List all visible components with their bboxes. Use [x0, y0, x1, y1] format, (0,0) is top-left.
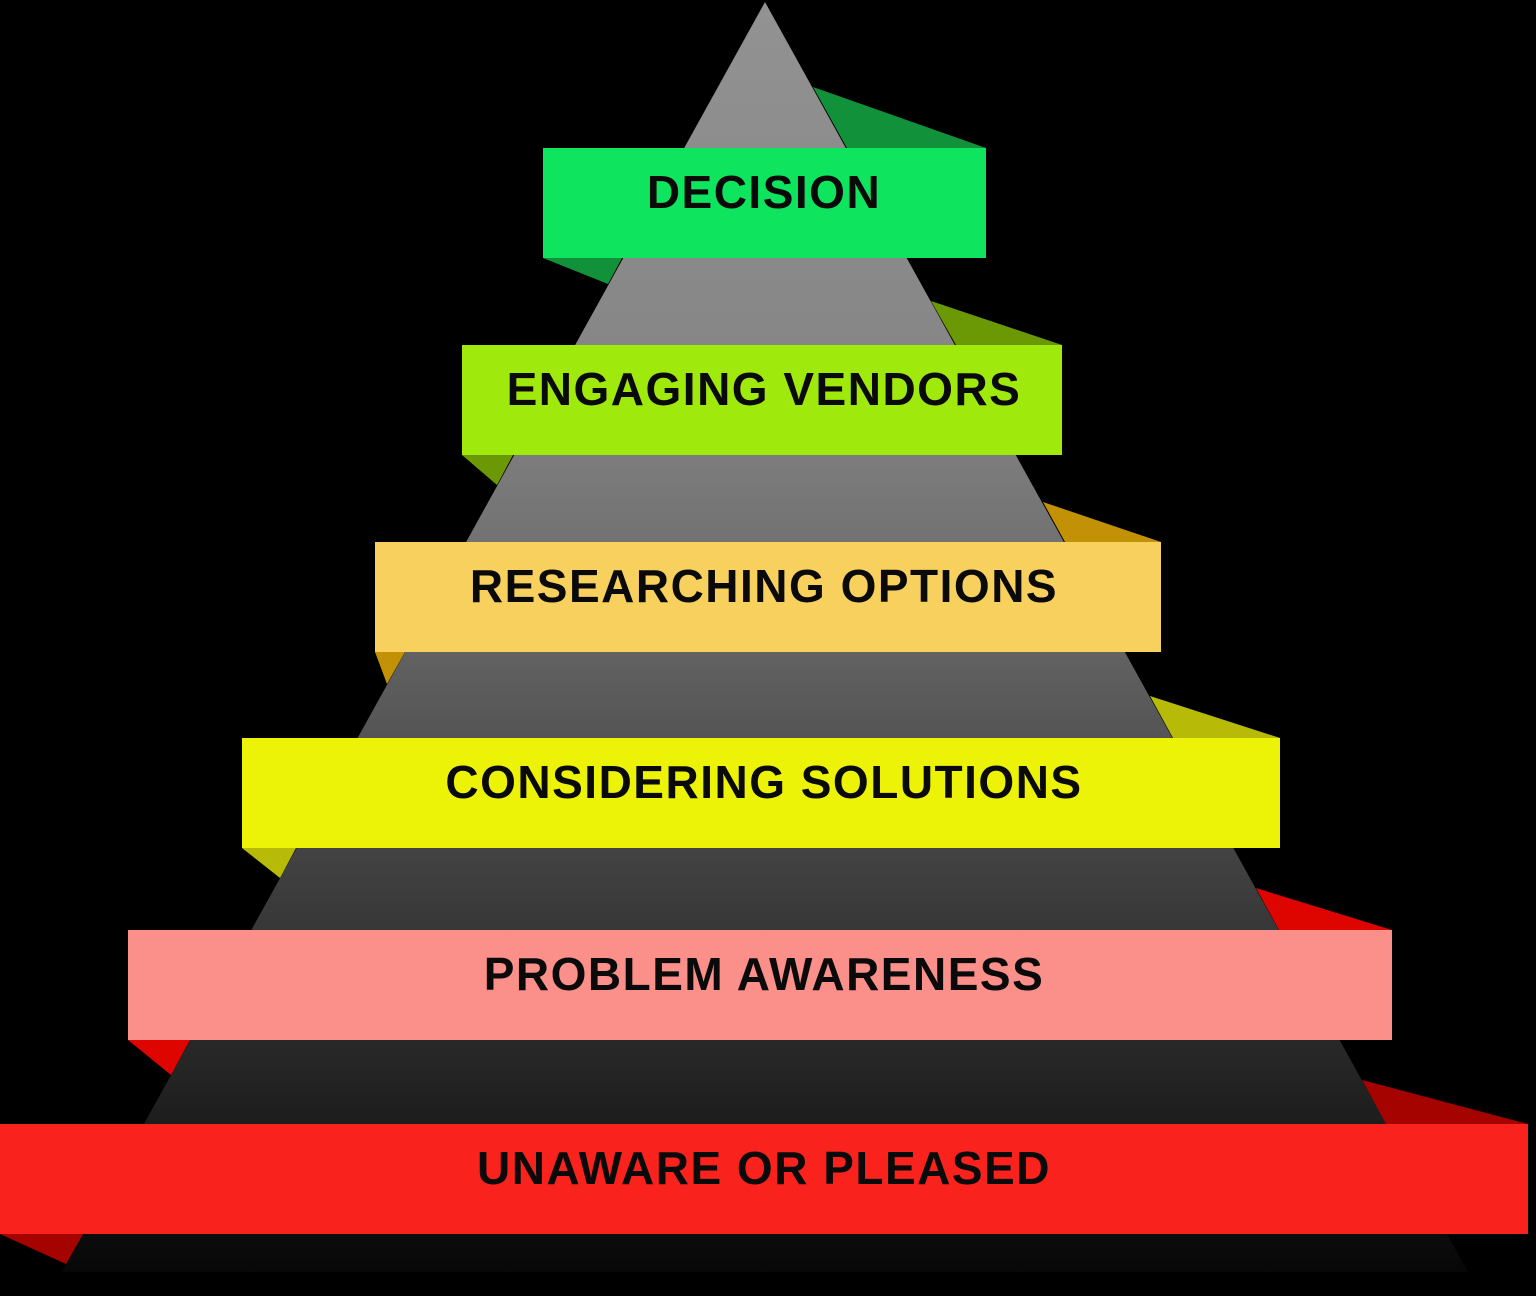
stage-problem-awareness: PROBLEM AWARENESS — [128, 888, 1392, 1075]
stage-label: DECISION — [647, 166, 881, 218]
ribbon-face — [0, 1124, 1528, 1234]
ribbon-face — [462, 345, 1062, 455]
ribbon-fold-right — [813, 87, 986, 148]
ribbon-fold-right — [1256, 888, 1392, 930]
ribbon-fold-left — [0, 1234, 83, 1264]
stage-label: RESEARCHING OPTIONS — [470, 560, 1058, 612]
ribbon-fold-left — [543, 258, 622, 284]
ribbon-fold-left — [375, 652, 405, 684]
ribbon-fold-left — [128, 1040, 190, 1075]
stage-engaging-vendors: ENGAGING VENDORS — [462, 301, 1062, 485]
stage-label: ENGAGING VENDORS — [507, 363, 1022, 415]
stage-label: PROBLEM AWARENESS — [484, 948, 1045, 1000]
ribbon-fold-right — [1043, 502, 1161, 542]
ribbon-fold-right — [1362, 1080, 1528, 1124]
ribbon-face — [128, 930, 1392, 1040]
ribbon-fold-right — [931, 301, 1062, 345]
ribbon-face — [242, 738, 1280, 848]
stage-decision: DECISION — [543, 87, 986, 284]
ribbon-fold-left — [462, 455, 513, 485]
ribbon-face — [375, 542, 1161, 652]
stage-label: CONSIDERING SOLUTIONS — [445, 756, 1082, 808]
ribbon-fold-right — [1150, 696, 1280, 738]
stage-label: UNAWARE OR PLEASED — [477, 1142, 1051, 1194]
stage-researching-options: RESEARCHING OPTIONS — [375, 502, 1161, 684]
stage-unaware-or-pleased: UNAWARE OR PLEASED — [0, 1080, 1528, 1264]
stage-considering-solutions: CONSIDERING SOLUTIONS — [242, 696, 1280, 878]
ribbon-fold-left — [242, 848, 296, 878]
ribbon-face — [543, 148, 986, 258]
